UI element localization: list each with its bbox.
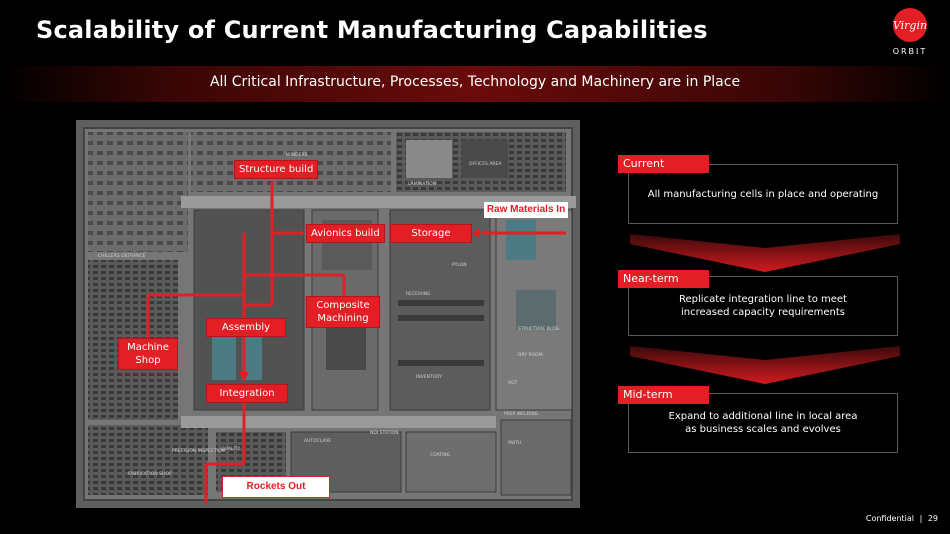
arrow-down-icon [239, 372, 249, 382]
phase-near-term-text: Replicate integration line to meet incre… [679, 294, 847, 318]
factory-floor-plan: WINDERS OFFICES AREA LAMINATION CHILLERS… [76, 120, 580, 508]
floor-text-fabrication: FABRICATION SHOP [128, 471, 172, 477]
floor-text-autoclave: AUTOCLAVE [304, 438, 331, 444]
chevron-down-icon [630, 234, 900, 272]
phase-current-text: All manufacturing cells in place and ope… [647, 188, 879, 200]
floor-text-receiving: RECEIVING [406, 291, 431, 297]
floor-text-dry-room: DRY ROOM [518, 352, 543, 358]
label-integration: Integration [206, 384, 288, 403]
phase-current-tag: Current [618, 155, 709, 173]
phase-mid-term-tag: Mid-term [618, 386, 709, 404]
floor-text-chillers: CHILLERS ENTRANCE [98, 253, 146, 259]
label-rockets-out: Rockets Out [222, 476, 330, 498]
floor-text-winders: WINDERS [286, 152, 308, 158]
chevron-down-icon [630, 346, 900, 384]
label-storage: Storage [390, 224, 472, 243]
floor-text-coating: COATING [430, 452, 451, 458]
phase-mid-term-text: Expand to additional line in local area … [668, 411, 858, 435]
floor-text-ndi: NDI STATION [370, 430, 399, 436]
virgin-orbit-logo: Virgin ORBIT [886, 6, 934, 58]
floor-text-rgt: RGT [508, 380, 517, 386]
label-composite-machining: Composite Machining [306, 296, 380, 328]
phase-current-box: All manufacturing cells in place and ope… [628, 164, 898, 224]
floor-text-lamination: LAMINATION [408, 181, 436, 187]
footer: Confidential | 29 [866, 514, 938, 523]
floor-text-prep-welding: PREP WELDING [504, 411, 539, 417]
page-subtitle: All Critical Infrastructure, Processes, … [209, 74, 741, 90]
footer-separator: | [919, 514, 923, 523]
label-structure-build: Structure build [234, 160, 319, 179]
svg-text:ORBIT: ORBIT [893, 47, 928, 56]
label-assembly: Assembly [206, 318, 286, 337]
arrow-left-icon [472, 228, 480, 238]
label-machine-shop: Machine Shop [118, 338, 178, 370]
label-avionics-build: Avionics build [306, 224, 385, 243]
footer-page-number: 29 [927, 514, 938, 523]
floor-text-offices: OFFICES AREA [469, 161, 502, 167]
floor-text-quality: QUALITY [221, 446, 240, 452]
floor-text-rwth: RWTH [508, 440, 522, 446]
svg-text:Virgin: Virgin [893, 19, 927, 32]
page-title: Scalability of Current Manufacturing Cap… [36, 16, 708, 44]
floor-text-structure-bldg: STRUCTURE BLDG [518, 326, 560, 332]
floor-text-precision: PRECISION INSPECTION [172, 448, 225, 454]
phase-near-term-tag: Near-term [618, 270, 709, 288]
floor-text-inventory: INVENTORY [416, 374, 442, 380]
floor-text-pylon: PYLON [452, 262, 467, 268]
footer-confidential: Confidential [865, 514, 915, 523]
subtitle-band [0, 66, 950, 102]
label-raw-materials-in: Raw Materials In [484, 202, 568, 218]
